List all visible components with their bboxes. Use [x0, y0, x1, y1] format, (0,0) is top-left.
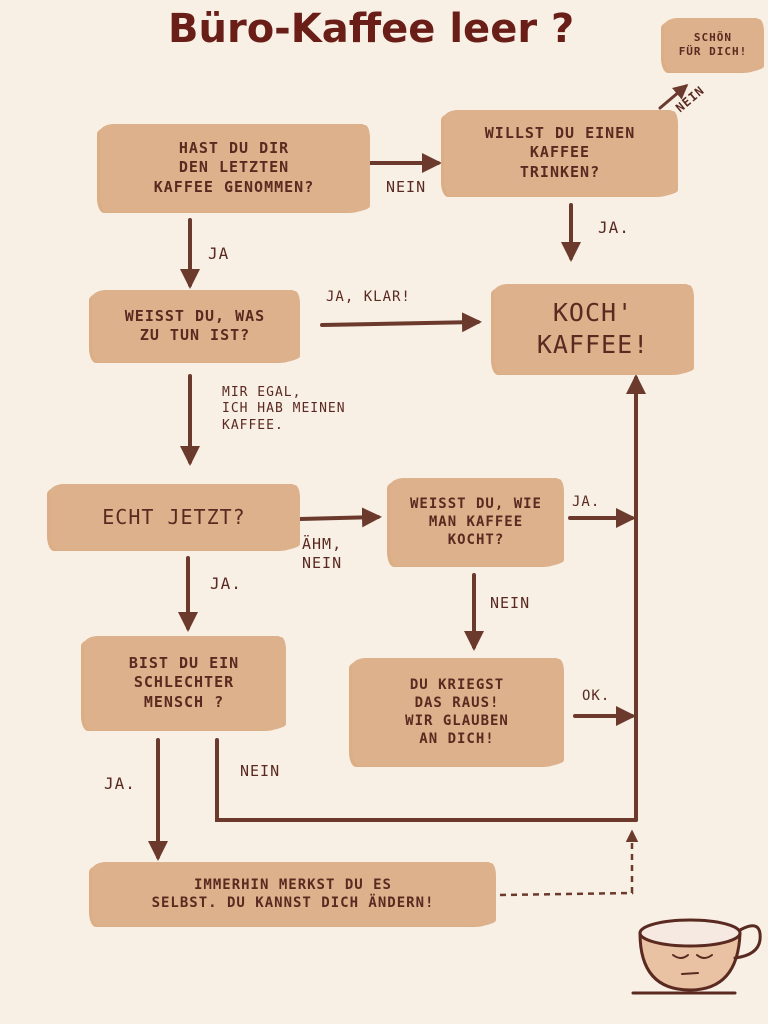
- node-make-coffee-text: KOCH' KAFFEE!: [536, 297, 650, 360]
- node-know-how: WEISST DU, WIE MAN KAFFEE KOCHT?: [390, 478, 562, 566]
- node-last-coffee: HAST DU DIR DEN LETZTEN KAFFEE GENOMMEN?: [100, 124, 368, 212]
- label-ok: OK.: [582, 688, 611, 704]
- node-make-coffee: KOCH' KAFFEE!: [494, 284, 692, 374]
- node-bad-person: BIST DU EIN SCHLECHTER MENSCH ?: [84, 636, 284, 730]
- node-want-coffee-text: WILLST DU EINEN KAFFEE TRINKEN?: [484, 123, 636, 181]
- line-bad-to-right: [215, 738, 638, 822]
- label-ja-really: JA.: [210, 574, 242, 593]
- label-aehm-nein: ÄHM, NEIN: [302, 535, 343, 572]
- node-good-for-you-text: SCHÖN FÜR DICH!: [678, 30, 748, 58]
- label-egal: MIR EGAL, ICH HAB MEINEN KAFFEE.: [222, 385, 346, 433]
- node-figure-out: DU KRIEGST DAS RAUS! WIR GLAUBEN AN DICH…: [352, 658, 562, 766]
- arrow-want-to-schoen: [658, 84, 689, 110]
- arrow-really-to-how: [298, 507, 382, 528]
- label-nein-last: NEIN: [386, 178, 427, 196]
- node-last-coffee-text: HAST DU DIR DEN LETZTEN KAFFEE GENOMMEN?: [153, 138, 315, 196]
- node-really-text: ECHT JETZT?: [102, 505, 246, 529]
- label-ja-want: JA.: [598, 218, 630, 237]
- node-self-aware: IMMERHIN MERKST DU ES SELBST. DU KANNST …: [92, 862, 494, 926]
- label-nein-how: NEIN: [490, 594, 531, 612]
- label-ja-klar: JA, KLAR!: [326, 289, 411, 305]
- node-really: ECHT JETZT?: [50, 484, 298, 550]
- dashed-aware-to-line: [499, 829, 639, 897]
- label-nein-bad: NEIN: [240, 762, 281, 780]
- node-good-for-you: SCHÖN FÜR DICH!: [664, 18, 762, 72]
- label-ja-last: JA: [208, 244, 230, 263]
- node-know-what-text: WEISST DU, WAS ZU TUN IST?: [124, 306, 266, 345]
- node-want-coffee: WILLST DU EINEN KAFFEE TRINKEN?: [444, 110, 676, 196]
- arrow-know-to-koch: [320, 312, 482, 333]
- page-title: Büro-Kaffee leer ?: [168, 6, 575, 52]
- node-self-aware-text: IMMERHIN MERKST DU ES SELBST. DU KANNST …: [151, 876, 435, 911]
- label-ja-bad: JA.: [104, 774, 136, 793]
- label-ja-how: JA.: [572, 494, 601, 510]
- node-figure-out-text: DU KRIEGST DAS RAUS! WIR GLAUBEN AN DICH…: [405, 676, 509, 748]
- coffee-cup-icon: [631, 918, 762, 995]
- node-know-what: WEISST DU, WAS ZU TUN IST?: [92, 290, 298, 362]
- node-know-how-text: WEISST DU, WIE MAN KAFFEE KOCHT?: [409, 495, 542, 549]
- node-bad-person-text: BIST DU EIN SCHLECHTER MENSCH ?: [128, 653, 240, 711]
